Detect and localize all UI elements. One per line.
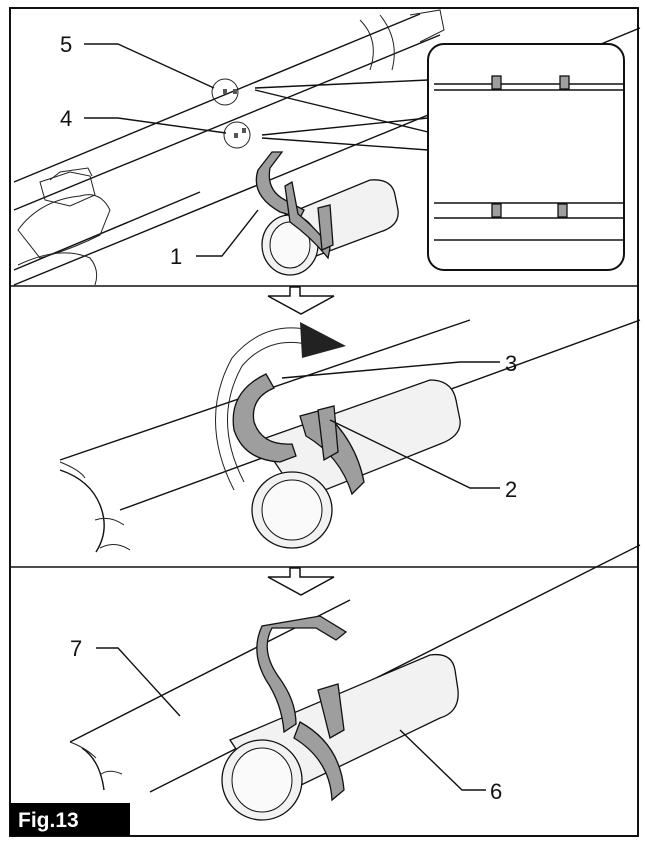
callout-2: 2 — [505, 477, 517, 502]
panel-3 — [69, 544, 641, 821]
marker-circle-4 — [223, 121, 251, 149]
figure-frame — [9, 7, 639, 837]
panel1-clip — [255, 151, 305, 219]
step-arrow-2 — [267, 567, 335, 596]
panel2-clip — [232, 373, 297, 463]
figure-label-box — [10, 803, 130, 836]
callout-7: 7 — [70, 636, 82, 661]
panel3-clip — [256, 615, 348, 734]
callout-4: 4 — [60, 106, 72, 131]
panel-2 — [59, 319, 641, 553]
callout-1: 1 — [170, 244, 182, 269]
step-arrow-1 — [267, 286, 335, 315]
figure-label: Fig.13 — [18, 809, 79, 832]
marker-circle-5 — [211, 78, 239, 106]
rotation-arrow — [215, 327, 311, 491]
callout-3: 3 — [505, 351, 517, 376]
callout-5: 5 — [60, 32, 72, 57]
callout-6: 6 — [490, 779, 502, 804]
leader-lines — [84, 43, 500, 791]
zoom-inset — [427, 43, 625, 271]
panel-1 — [13, 9, 641, 286]
panel1-tube — [13, 13, 641, 286]
